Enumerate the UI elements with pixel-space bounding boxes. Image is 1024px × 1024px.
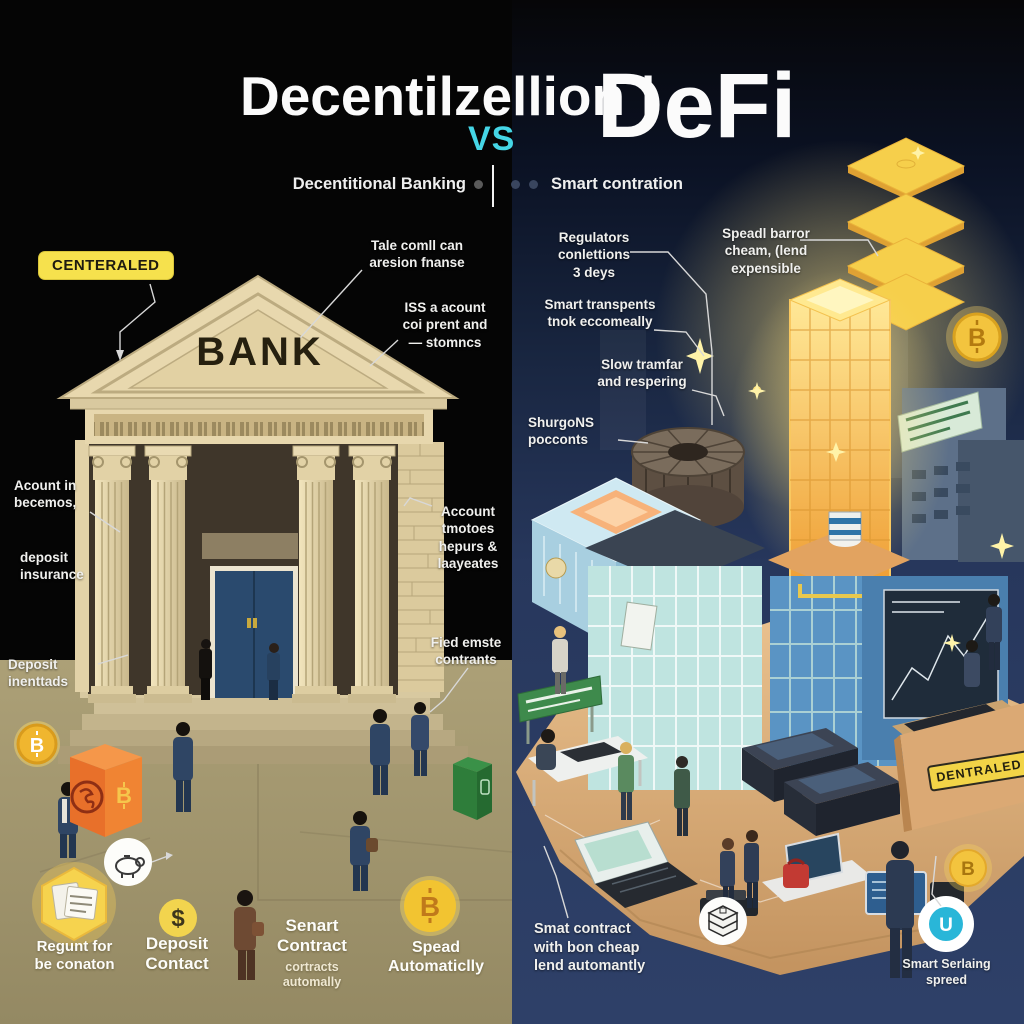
sparkles (686, 146, 1014, 652)
subtitle-divider (492, 165, 494, 207)
annotation-fied-emste: Fied emste contrants (430, 635, 502, 668)
svg-text:$: $ (171, 905, 185, 932)
bitcoin-icon: B (944, 844, 992, 892)
subtitle-dot (474, 180, 483, 189)
u-token-icon: U (918, 896, 974, 952)
annotation-deposit-insurance: deposit insurance (20, 550, 84, 583)
bitcoin-safe: B (70, 744, 142, 837)
subtitle-dot (529, 180, 538, 189)
bank-columns (88, 445, 396, 703)
footer-deposit-contact: Deposit Contact (145, 934, 209, 974)
annotation-slow-tramfar: Slow tramfar and respering (597, 357, 687, 390)
annotation-leader-lines (89, 239, 942, 919)
annotation-smart-serlaing: Smart Serlaing spreed (902, 957, 991, 987)
subtitle-dot (511, 180, 520, 189)
defi-city-illustration: B (516, 137, 1024, 978)
annotation-smat-contract: Smat contract with bon cheap lend automa… (534, 921, 646, 975)
laptop (574, 821, 698, 908)
svg-text:B: B (961, 859, 975, 880)
annotation-acount-in: Acount in becemos, (14, 478, 77, 511)
documents-hexagon-icon (32, 862, 116, 946)
page-title: Decentilzellion | (240, 65, 656, 127)
footer-senart-title: Senart Contract (277, 916, 347, 956)
svg-text:B: B (968, 324, 986, 352)
cash-box (453, 757, 492, 820)
plaza-people-left (58, 702, 429, 980)
footer-regunt: Regunt for be conaton (34, 938, 115, 973)
page-title-defi: DeFi (597, 55, 797, 157)
person (267, 643, 280, 700)
annotation-deposit-inenttads: Deposit inenttads (8, 657, 69, 690)
centralized-tag: CENTERALED (38, 251, 174, 280)
annotation-tale: Tale comll can aresion fnanse (369, 238, 465, 271)
green-sign (517, 675, 603, 744)
bank-sign: BANK (196, 330, 324, 374)
piggy-bank-icon (104, 838, 152, 886)
annotation-account-tmotoes: Account tmotoes hepurs & laayeates (437, 504, 499, 571)
vs-label: VS (468, 120, 516, 158)
plaza-people-right (552, 594, 1002, 978)
subtitle-right: Smart contration (551, 175, 684, 193)
bitcoin-icon: B (400, 876, 460, 936)
bitcoin-icon: B (14, 721, 60, 767)
desk-left (528, 729, 648, 806)
annotation-speadl: Speadl barror cheam, (lend expensible (722, 226, 810, 276)
annotation-regulators: Regulators conlettions 3 deys (557, 230, 630, 280)
footer-spead: Spead Automaticlly (387, 939, 484, 976)
person (199, 639, 212, 700)
annotation-shurgons: ShurgoNS pocconts (528, 415, 594, 448)
bitcoin-icon: B (946, 306, 1008, 368)
bitcoin-icon: B (116, 783, 132, 808)
svg-text:B: B (420, 891, 440, 922)
bank-illustration: B B (0, 274, 513, 1024)
dollar-coin-icon: $ (159, 899, 197, 937)
blue-tower (768, 511, 1008, 766)
stack-token-icon (699, 897, 747, 945)
subtitle-left: Decentitional Banking (292, 175, 466, 193)
svg-text:U: U (939, 915, 953, 936)
gold-tower (730, 270, 950, 590)
annotation-smart-transpents: Smart transpents tnok eccomeally (544, 297, 656, 330)
annotation-iss: ISS a acount coi prent and — stomncs (402, 300, 488, 350)
svg-text:B: B (30, 735, 44, 757)
footer-senart-sub: cortracts automally (282, 960, 342, 989)
